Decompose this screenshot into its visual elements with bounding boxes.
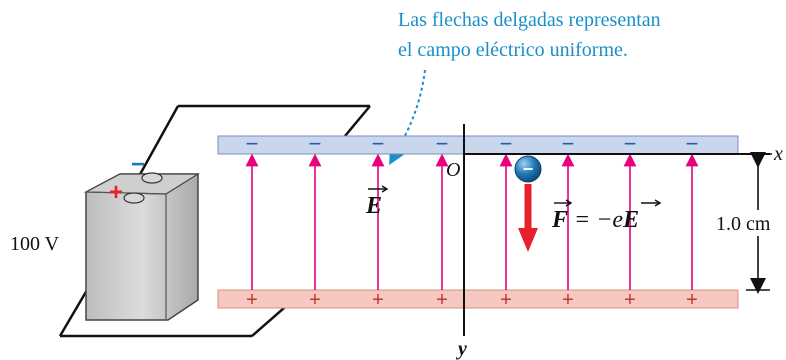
- electron: −: [514, 155, 542, 183]
- bottom-plate-sign: +: [624, 289, 636, 311]
- top-plate-sign: −: [686, 131, 699, 156]
- top-plate-sign: −: [562, 131, 575, 156]
- bottom-plate-sign: +: [562, 289, 574, 311]
- caption-line-2: el campo eléctrico uniforme.: [398, 39, 628, 61]
- x-axis-label: x: [773, 143, 783, 165]
- bottom-plate-sign: +: [686, 289, 698, 311]
- negative-terminal: [141, 172, 163, 184]
- origin-label: O: [446, 159, 460, 181]
- field-arrows: [245, 153, 699, 290]
- svg-text:−: −: [131, 151, 145, 178]
- top-plate-sign: −: [372, 131, 385, 156]
- force-label: F = −eE: [551, 199, 662, 233]
- bottom-plate-sign: +: [309, 289, 321, 311]
- plate-signs: − + − + − + − + − + − + − + − +: [246, 131, 699, 311]
- positive-terminal: [123, 192, 145, 204]
- caption-line-1: Las flechas delgadas representan: [398, 9, 661, 31]
- top-plate-sign: −: [246, 131, 259, 156]
- svg-text:+: +: [109, 179, 123, 206]
- top-plate-sign: −: [436, 131, 449, 156]
- bottom-plate-sign: +: [436, 289, 448, 311]
- field-label: E: [365, 185, 389, 219]
- y-axis-label: y: [456, 338, 467, 360]
- axes: O x y: [446, 124, 783, 360]
- bottom-plate: [217, 289, 739, 309]
- top-plate-sign: −: [624, 131, 637, 156]
- bottom-plate-sign: +: [246, 289, 258, 311]
- top-plate-sign: −: [309, 131, 322, 156]
- svg-text:F = −eE: F = −eE: [551, 207, 639, 233]
- battery: − +: [83, 151, 201, 321]
- svg-text:E: E: [365, 193, 382, 219]
- bottom-plate-sign: +: [500, 289, 512, 311]
- svg-text:−: −: [523, 159, 534, 179]
- top-plate-sign: −: [500, 131, 513, 156]
- bottom-plate-sign: +: [372, 289, 384, 311]
- force-arrow: [518, 184, 538, 252]
- top-plate: [217, 135, 739, 155]
- svg-text:1.0 cm: 1.0 cm: [716, 213, 771, 235]
- plate-separation-dimension: 1.0 cm: [716, 152, 772, 294]
- battery-voltage-label: 100 V: [10, 233, 60, 255]
